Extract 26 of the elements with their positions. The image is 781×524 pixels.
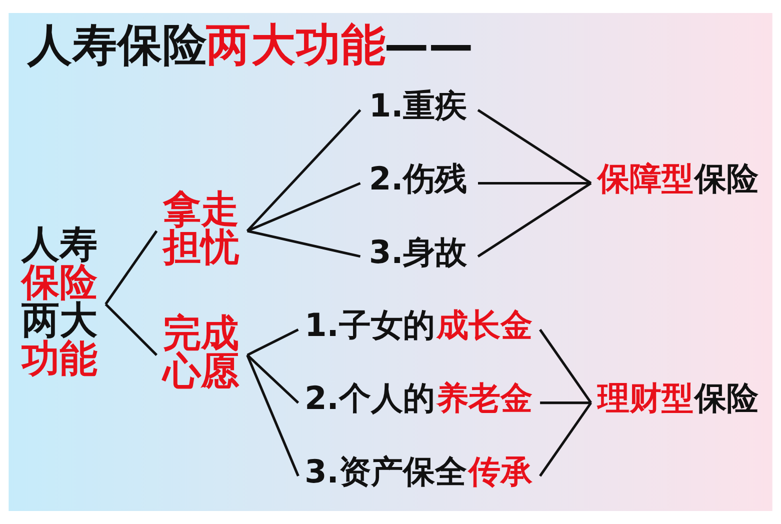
node-text: 拿走担忧 — [162, 188, 239, 270]
connector — [247, 230, 361, 258]
node-text: 1.子女的成长金 — [304, 306, 533, 344]
node-text: 保障型保险 — [597, 160, 758, 198]
connector — [246, 354, 300, 476]
connector — [246, 354, 300, 404]
connector — [539, 402, 592, 477]
connector — [477, 108, 592, 184]
connector — [104, 303, 158, 356]
node-text: 3.资产保全传承 — [304, 452, 532, 490]
connector — [477, 182, 592, 258]
connector — [478, 182, 591, 185]
node-text: 理财型保险 — [597, 379, 758, 418]
diagram-title: 人寿保险两大功能—— — [28, 18, 474, 71]
connector — [246, 182, 361, 232]
node-text: 人寿保险两大功能 — [21, 222, 98, 382]
connector — [104, 230, 158, 305]
connector — [540, 402, 591, 404]
node-text: 2.个人的养老金 — [304, 379, 533, 418]
connector — [246, 328, 299, 356]
node-text: 3.身故 — [369, 232, 468, 271]
node-text: 完成心愿 — [162, 312, 239, 394]
node-text: 1.重疾 — [369, 86, 468, 124]
connector — [246, 109, 362, 232]
node-text: 2.伤残 — [369, 160, 468, 198]
connector — [539, 328, 592, 404]
